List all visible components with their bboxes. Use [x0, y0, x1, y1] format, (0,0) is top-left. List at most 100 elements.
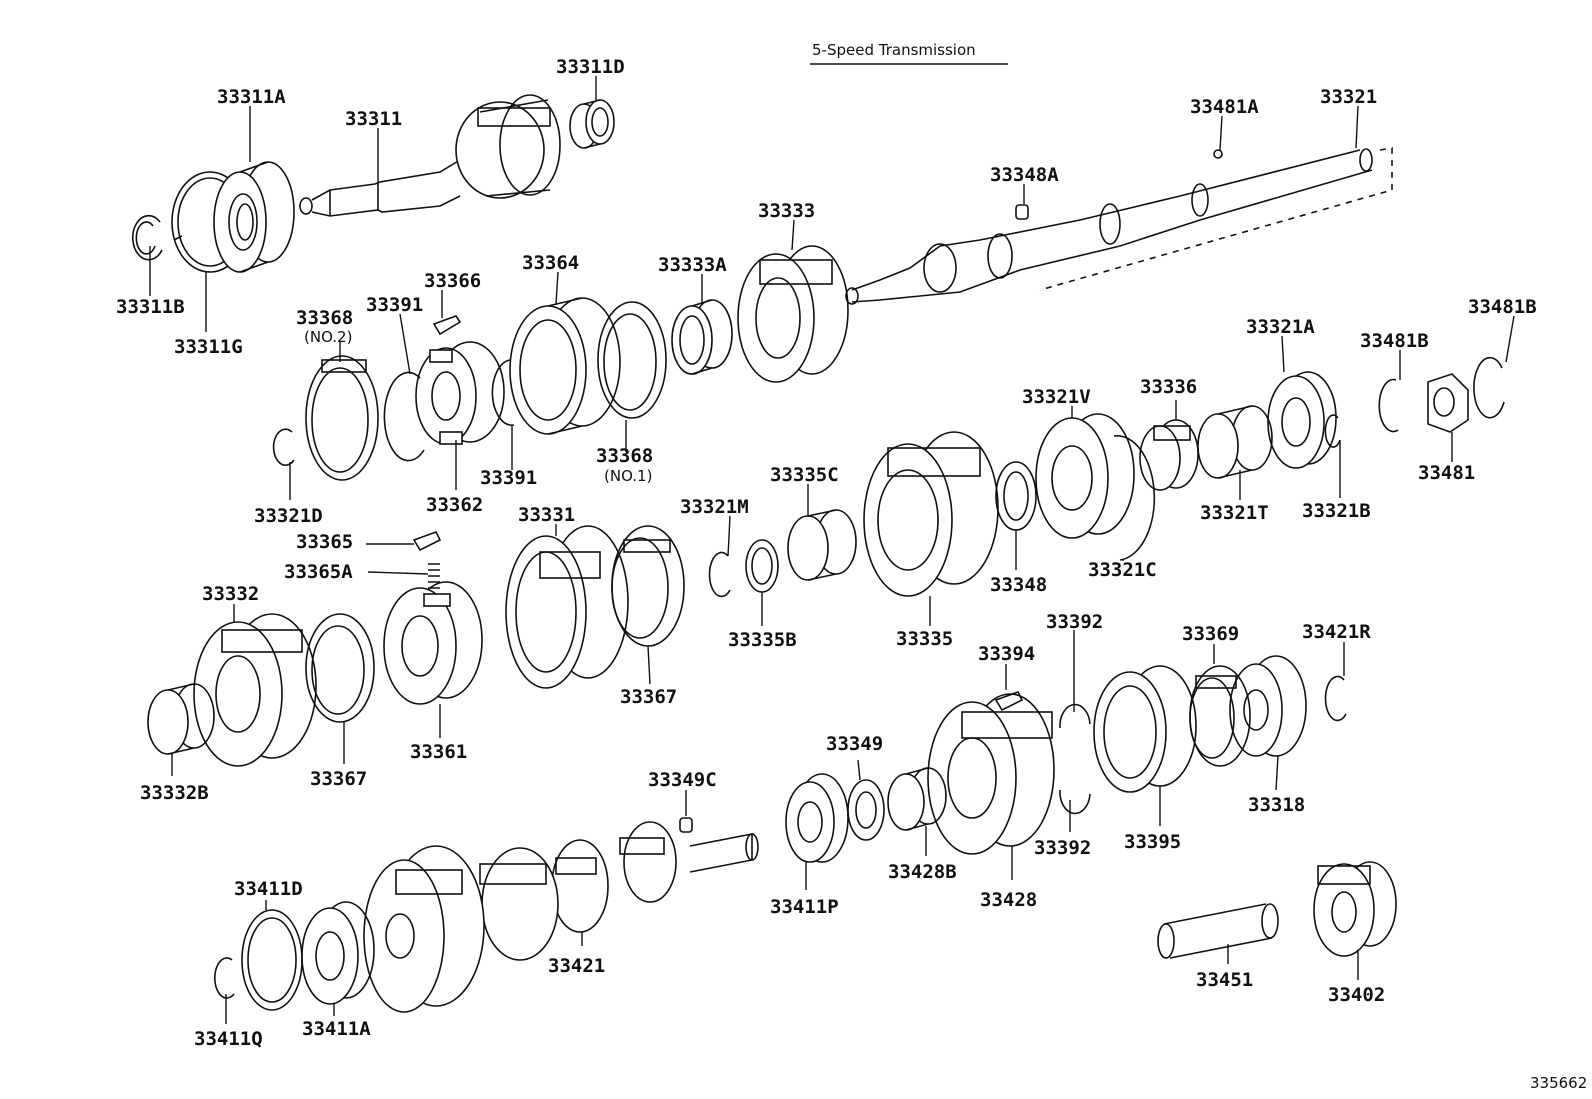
label-33333: 33333	[758, 200, 815, 222]
label-33311D: 33311D	[556, 56, 625, 78]
synchro-ring-33367-left	[305, 613, 375, 723]
diagram-title: 5-Speed Transmission	[810, 41, 1008, 65]
leader-lines	[149, 76, 1515, 1024]
label-33311A: 33311A	[217, 86, 286, 108]
spacer-33335B	[745, 539, 779, 593]
lock-nut-33481	[1427, 373, 1469, 433]
label-33321: 33321	[1320, 86, 1377, 108]
bearing-33321A	[1267, 371, 1337, 469]
label-33392-lower: 33392	[1034, 837, 1091, 859]
document-id: 335662	[1530, 1074, 1587, 1092]
spring-33365A	[428, 563, 440, 589]
gear-33336	[1139, 419, 1199, 491]
snap-ring-33311B	[132, 214, 163, 261]
counter-gear-33421	[363, 821, 759, 1013]
label-33321T: 33321T	[1200, 502, 1269, 524]
part-labels: 33311A 33311 33311D 33311B 33311G 33481A…	[116, 56, 1537, 1050]
ring-33321M	[708, 551, 731, 598]
ball-33348A	[1015, 204, 1029, 220]
synchro-ring-33367-right	[611, 525, 685, 647]
label-33321M: 33321M	[680, 496, 749, 518]
gear-33333	[737, 245, 849, 383]
shifting-key-33365	[412, 531, 442, 552]
gear-33332	[193, 613, 317, 767]
label-33321A: 33321A	[1246, 316, 1315, 338]
label-33349: 33349	[826, 733, 883, 755]
label-33402: 33402	[1328, 984, 1385, 1006]
race-33349	[847, 779, 885, 841]
label-33364: 33364	[522, 252, 579, 274]
needle-bearing-33428B	[887, 767, 947, 831]
ball-33481A	[1213, 149, 1223, 159]
label-33411A: 33411A	[302, 1018, 371, 1040]
label-33411Q: 33411Q	[194, 1028, 263, 1050]
hub-sleeve-33364	[509, 297, 621, 435]
key-spring-33392-upper	[1059, 703, 1091, 729]
label-33392-upper: 33392	[1046, 611, 1103, 633]
label-33348A: 33348A	[990, 164, 1059, 186]
shaft-33451	[1157, 903, 1279, 959]
ring-33481B-right	[1473, 356, 1505, 419]
label-33481B-left: 33481B	[1360, 330, 1429, 352]
label-33333A: 33333A	[658, 254, 727, 276]
label-33311B: 33311B	[116, 296, 185, 318]
label-33368-no1-note: (NO.1)	[604, 467, 652, 485]
bearing-33411A	[301, 901, 375, 1005]
bearing-33321V	[1035, 413, 1135, 539]
snap-ring-33321B	[1324, 414, 1341, 448]
label-33349C: 33349C	[648, 769, 717, 791]
needle-bearing-33311D	[569, 99, 615, 149]
label-33428B: 33428B	[888, 861, 957, 883]
ring-33481B-left	[1378, 378, 1399, 433]
label-33391-upper: 33391	[366, 294, 423, 316]
label-33395: 33395	[1124, 831, 1181, 853]
label-33321V: 33321V	[1022, 386, 1091, 408]
needle-bearing-33333A	[671, 299, 733, 375]
key-spring-33391-left	[383, 371, 425, 462]
label-33362: 33362	[426, 494, 483, 516]
key-spring-33391-right	[491, 359, 515, 426]
label-33348: 33348	[990, 574, 1047, 596]
label-33311: 33311	[345, 108, 402, 130]
key-spring-33392-lower	[1059, 789, 1091, 815]
clutch-hub-33361	[383, 581, 483, 705]
label-33368-no2: 33368	[296, 307, 353, 329]
label-33391-lower: 33391	[480, 467, 537, 489]
label-33335B: 33335B	[728, 629, 797, 651]
label-33421R: 33421R	[1302, 621, 1371, 643]
shifting-key-33366	[432, 315, 462, 336]
label-33366: 33366	[424, 270, 481, 292]
needle-bearing-33332B	[147, 683, 215, 755]
label-33367-right: 33367	[620, 686, 677, 708]
label-33481B-right: 33481B	[1468, 296, 1537, 318]
gear-33428	[927, 693, 1055, 855]
label-33321D: 33321D	[254, 505, 323, 527]
collar-33321T	[1197, 405, 1273, 479]
idler-gear-33402	[1313, 861, 1397, 957]
label-33365A: 33365A	[284, 561, 353, 583]
synchro-ring-33368-no2	[305, 355, 379, 481]
label-33368-no2-note: (NO.2)	[304, 328, 352, 346]
svg-text:5-Speed Transmission: 5-Speed Transmission	[812, 41, 976, 59]
label-33369: 33369	[1182, 623, 1239, 645]
label-33311G: 33311G	[174, 336, 243, 358]
label-33321C: 33321C	[1088, 559, 1157, 581]
input-shaft-33311	[299, 94, 561, 217]
snap-ring-33421R	[1324, 675, 1347, 722]
ring-33321C	[1113, 435, 1156, 561]
label-33332: 33332	[202, 583, 259, 605]
label-33368-no1: 33368	[596, 445, 653, 467]
label-33321B: 33321B	[1302, 500, 1371, 522]
synchro-ring-33368-no1	[597, 301, 667, 419]
bearing-33411P	[785, 773, 849, 863]
output-shaft-33321	[845, 147, 1393, 305]
label-33367-left: 33367	[310, 768, 367, 790]
label-33331: 33331	[518, 504, 575, 526]
label-33365: 33365	[296, 531, 353, 553]
label-33336: 33336	[1140, 376, 1197, 398]
snap-ring-33411Q	[213, 957, 235, 999]
label-33335: 33335	[896, 628, 953, 650]
label-33428: 33428	[980, 889, 1037, 911]
